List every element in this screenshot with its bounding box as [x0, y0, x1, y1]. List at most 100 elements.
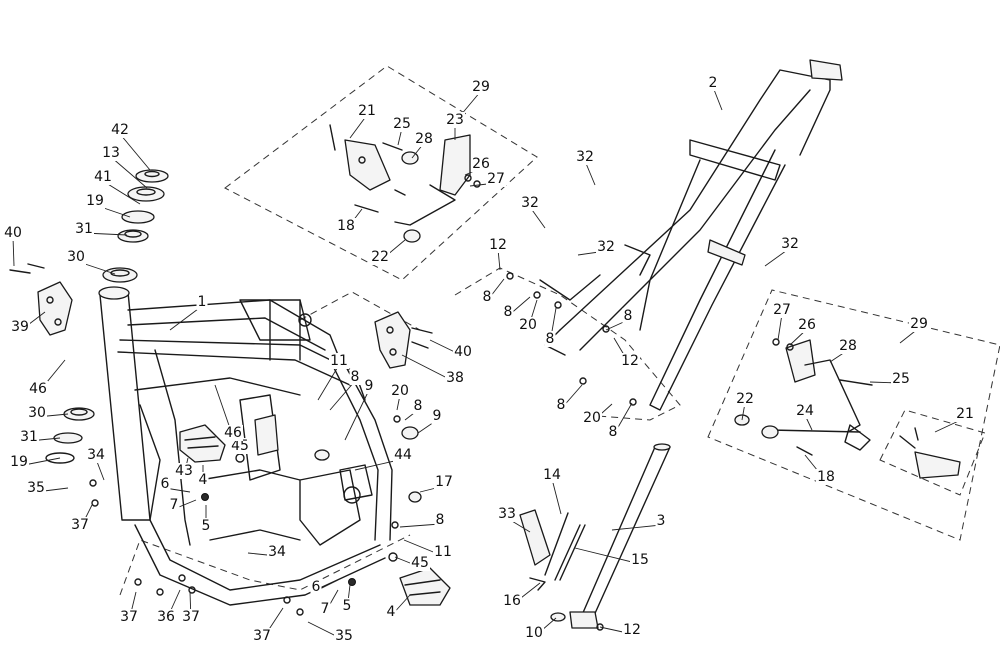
callout-c30a: 30	[67, 249, 85, 265]
callout-c30b: 30	[28, 405, 46, 421]
leader-line-c40a	[12, 236, 15, 267]
callout-c18b: 18	[817, 469, 835, 485]
callout-c8c: 8	[504, 304, 513, 320]
callout-c23: 23	[446, 112, 464, 128]
callout-c33: 33	[498, 506, 516, 522]
callout-c26b: 26	[798, 317, 816, 333]
callout-bg-c8e	[622, 308, 634, 324]
callout-bg-c16	[502, 593, 522, 609]
callout-c22a: 22	[371, 249, 389, 265]
leader-line-c42	[119, 133, 151, 171]
callout-bg-c10	[524, 625, 544, 641]
callout-c46b: 46	[224, 425, 242, 441]
callout-c8g: 8	[609, 424, 618, 440]
callout-c38: 38	[446, 370, 464, 386]
callout-bg-c12c	[622, 622, 642, 638]
callout-bg-c28b	[838, 338, 858, 354]
callout-bg-c12b	[620, 353, 640, 369]
leader-line-c3	[611, 524, 662, 531]
callout-labels: 1234455667788888888899101111121212131415…	[3, 75, 975, 644]
callout-bg-c11a	[329, 353, 349, 369]
callout-c4b: 4	[387, 604, 396, 620]
callout-c3: 3	[657, 513, 666, 529]
callout-c37c: 37	[182, 609, 200, 625]
callout-bg-c15	[630, 552, 650, 568]
steering-bearing-stack	[45, 169, 169, 464]
callout-c5b: 5	[343, 598, 352, 614]
callout-bg-c20b	[390, 383, 410, 399]
callout-bg-c8b	[481, 289, 493, 305]
callout-c26a: 26	[472, 156, 490, 172]
callout-c44: 44	[394, 447, 412, 463]
callout-bg-c4a	[197, 472, 209, 488]
callout-c32a: 32	[576, 149, 594, 165]
callout-bg-c31b	[19, 429, 39, 445]
callout-bg-c41	[93, 169, 113, 185]
callout-c45a: 45	[231, 438, 249, 454]
callout-c6a: 6	[161, 476, 170, 492]
fasteners	[89, 272, 637, 631]
callout-bg-c18a	[336, 218, 356, 234]
callout-bg-c45b	[410, 555, 430, 571]
callout-c14: 14	[543, 467, 561, 483]
callout-bg-c34a	[86, 447, 106, 463]
lower-frame-outline	[119, 534, 411, 596]
callout-c46a: 46	[29, 381, 47, 397]
callout-c9b: 9	[433, 408, 442, 424]
callout-c8b: 8	[483, 289, 492, 305]
callout-c2: 2	[709, 75, 718, 91]
callout-c8h: 8	[414, 398, 423, 414]
callout-c40a: 40	[4, 225, 22, 241]
callout-c32b: 32	[521, 195, 539, 211]
callout-bg-c4b	[385, 604, 397, 620]
callout-c8e: 8	[624, 308, 633, 324]
callout-bg-c32a	[575, 149, 595, 165]
callout-bg-c38	[445, 370, 465, 386]
callout-c34b: 34	[268, 544, 286, 560]
callout-c32d: 32	[781, 236, 799, 252]
callout-bg-c17	[434, 474, 454, 490]
callout-bg-c8f	[555, 397, 567, 413]
callout-bg-c19a	[85, 193, 105, 209]
leader-line-c8i	[399, 523, 441, 528]
callout-c39: 39	[11, 319, 29, 335]
callout-bg-c21b	[955, 406, 975, 422]
callout-c34a: 34	[87, 447, 105, 463]
callout-bg-c19b	[9, 454, 29, 470]
callout-bg-c8g	[607, 424, 619, 440]
callout-bg-c9a	[363, 378, 375, 394]
callout-c28b: 28	[839, 338, 857, 354]
footrest-right	[399, 567, 451, 606]
leader-line-c14	[551, 478, 562, 515]
leader-line-c8a	[329, 380, 356, 411]
callout-c31b: 31	[20, 429, 38, 445]
callout-bg-c37b	[119, 609, 139, 625]
callout-bg-c32b	[520, 195, 540, 211]
callout-c43: 43	[175, 463, 193, 479]
callout-bg-c9b	[431, 408, 443, 424]
callout-bg-c27b	[772, 302, 792, 318]
callout-bg-c25a	[392, 116, 412, 132]
callout-bg-c37d	[252, 628, 272, 644]
callout-bg-c2	[707, 75, 719, 91]
callout-c32c: 32	[597, 239, 615, 255]
callout-bg-c26b	[797, 317, 817, 333]
callout-c20b: 20	[391, 383, 409, 399]
callout-bg-c3	[655, 513, 667, 529]
callout-bg-c6b	[310, 579, 322, 595]
callout-c8f: 8	[557, 397, 566, 413]
upper-footpeg-assembly	[329, 124, 481, 243]
callout-bg-c13	[101, 145, 121, 161]
callout-c17: 17	[435, 474, 453, 490]
callout-bg-c46b	[223, 425, 243, 441]
callout-c40b: 40	[454, 344, 472, 360]
callout-bg-c29b	[909, 316, 929, 332]
callout-bg-c22a	[370, 249, 390, 265]
leader-line-c9a	[344, 389, 370, 441]
callout-bg-c40b	[453, 344, 473, 360]
callout-c29b: 29	[910, 316, 928, 332]
callout-bg-c28a	[414, 131, 434, 147]
callout-bg-c35b	[334, 628, 354, 644]
callout-bg-c23	[445, 112, 465, 128]
callout-bg-c35a	[26, 480, 46, 496]
